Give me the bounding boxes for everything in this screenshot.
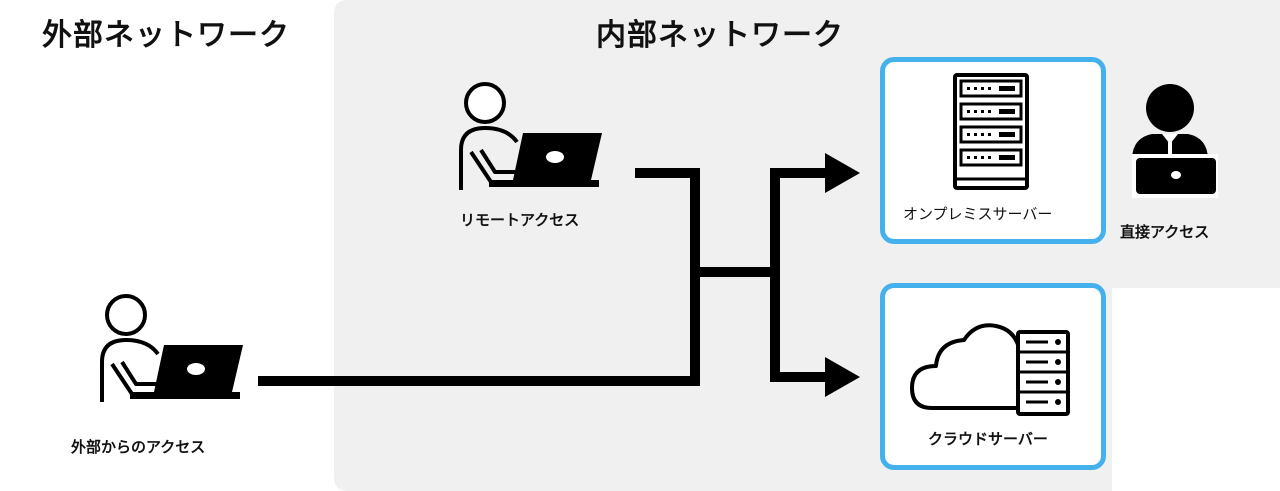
remote-line	[635, 168, 700, 272]
onprem-server-label: オンプレミスサーバー	[903, 205, 1053, 223]
external-user-label: 外部からのアクセス	[71, 438, 206, 456]
remote-user-label: リモートアクセス	[460, 211, 580, 229]
internal-network-title: 内部ネットワーク	[596, 18, 844, 53]
external-network-title: 外部ネットワーク	[42, 18, 290, 53]
direct-user-label: 直接アクセス	[1120, 223, 1210, 241]
branch-up	[770, 168, 838, 272]
arrow-to-onprem	[825, 153, 860, 193]
arrow-to-cloud	[825, 357, 860, 397]
cloud-server-label: クラウドサーバー	[928, 430, 1048, 448]
branch-down	[770, 272, 838, 382]
external-line	[258, 272, 700, 386]
